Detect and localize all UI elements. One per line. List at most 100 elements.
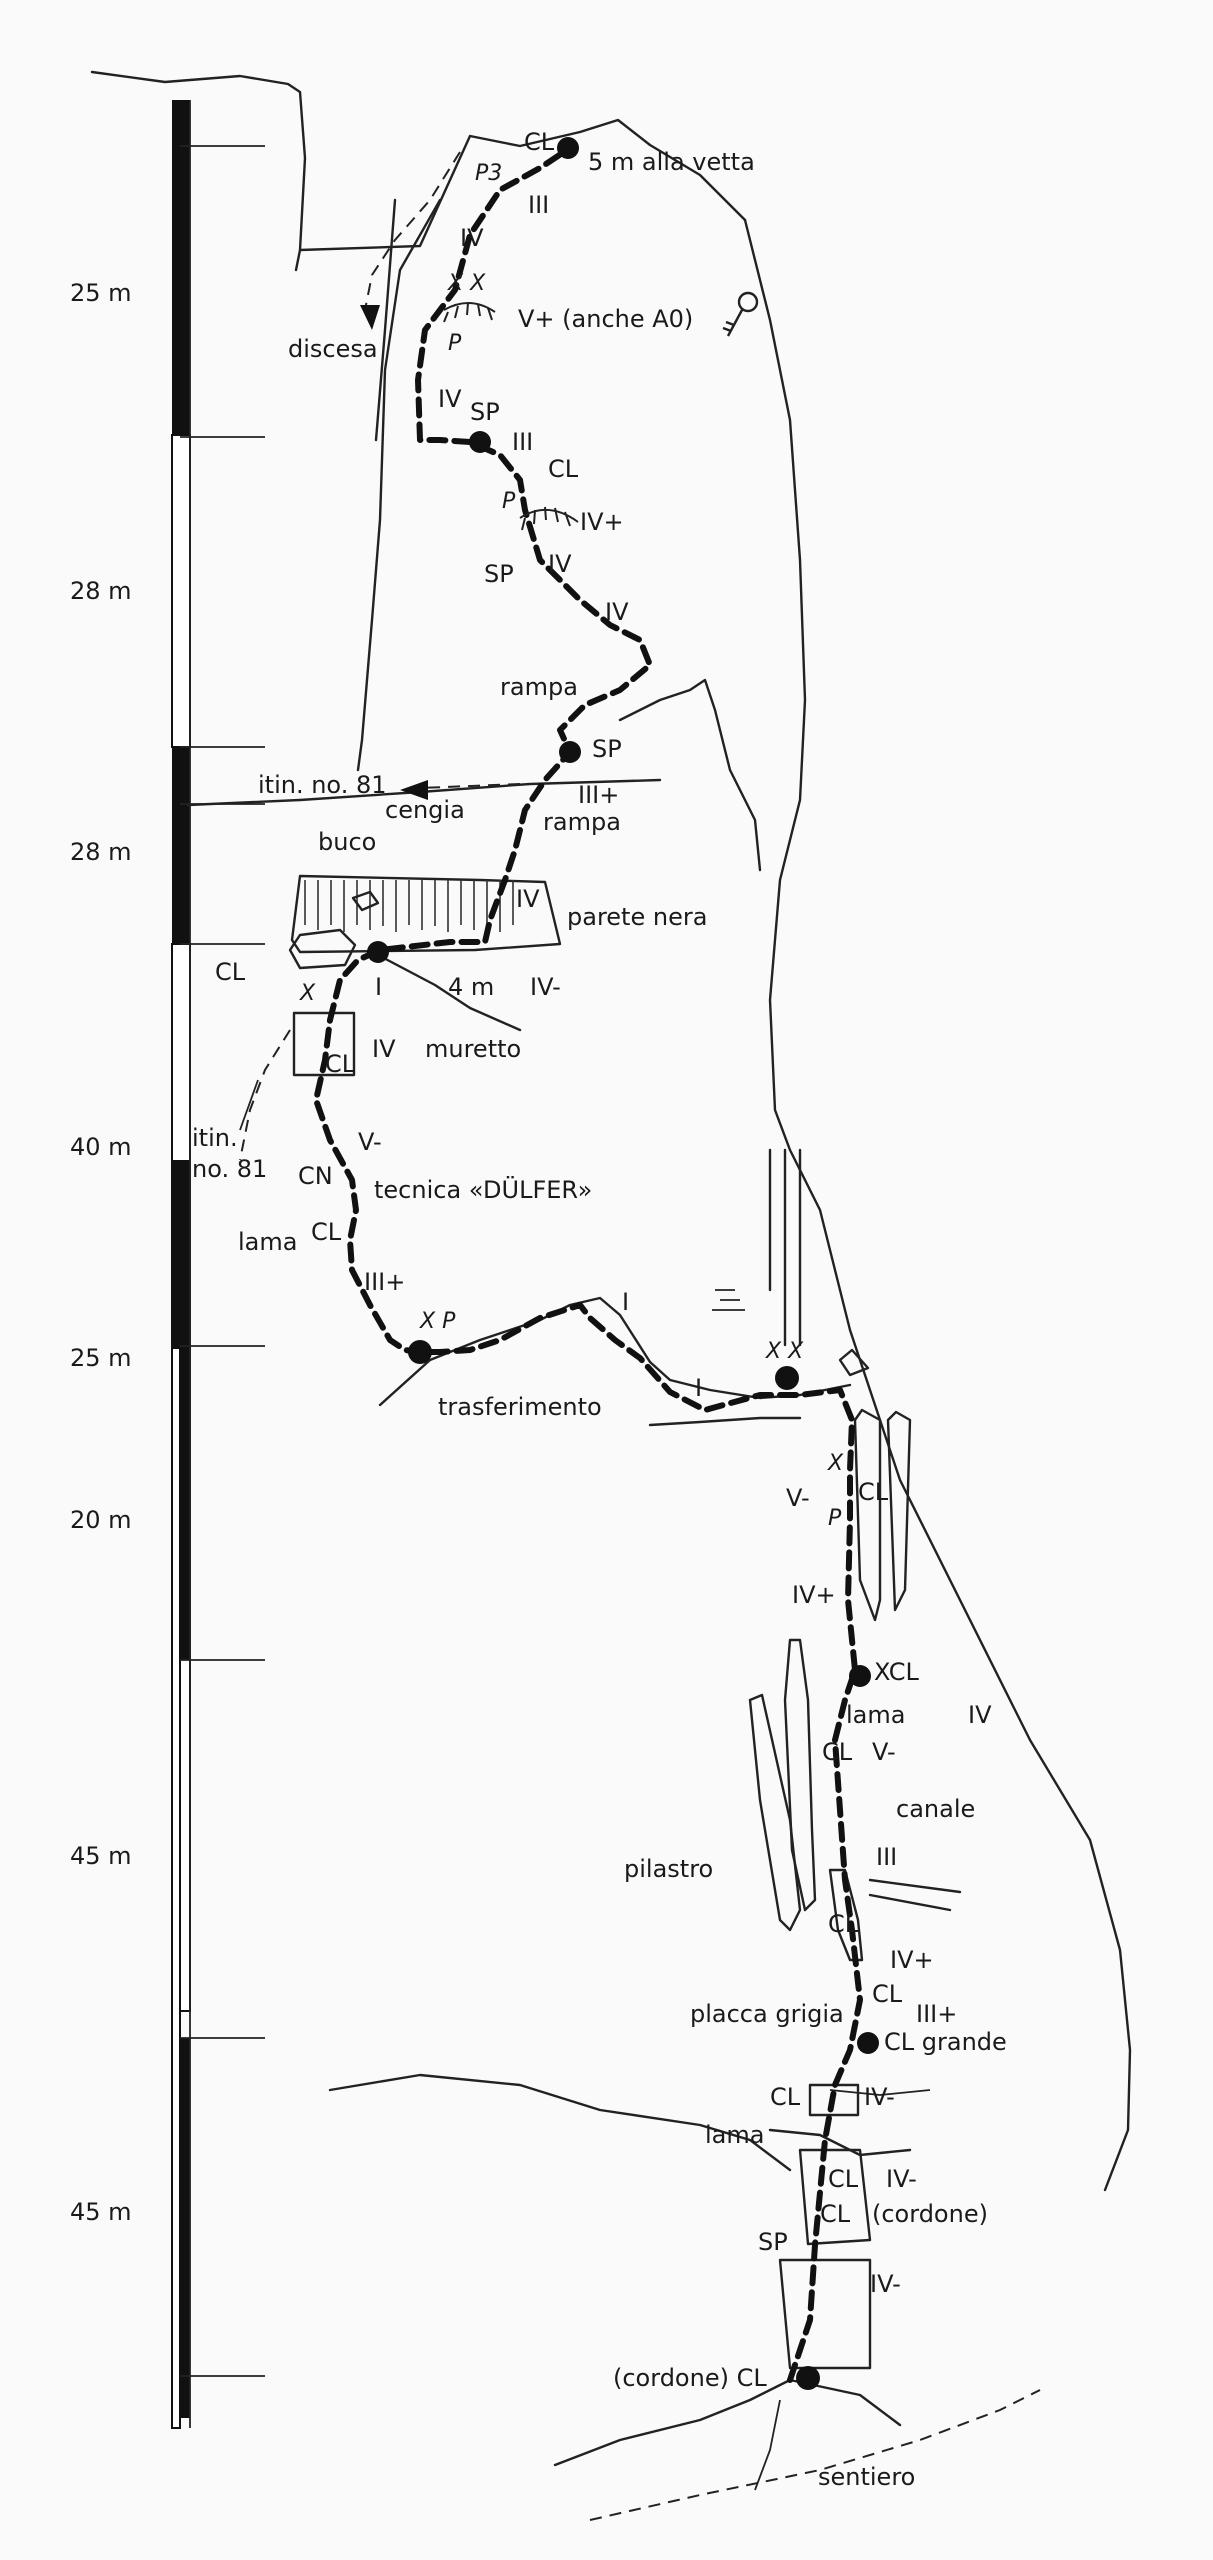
sentiero-path [589,2389,1041,2521]
label-cl: CL [828,1910,859,1938]
label-cl: CL [548,455,579,483]
label-cl: CL [311,1218,342,1246]
label-rampa: rampa [543,808,621,836]
belay-point [408,1340,432,1364]
label-buco: buco [318,828,376,856]
label-bolt: X [299,981,316,1006]
grade-label: IV- [864,2083,895,2111]
label-sp: SP [484,560,514,588]
grade-label: IV [372,1035,396,1063]
pitch-length-label: 40 m [70,1133,132,1161]
label-cl: CL [858,1478,889,1506]
route-labels: CL 5 m alla vetta P3 III IV X X V+ (anch… [192,128,1007,2491]
grade-label: IV+ [580,508,624,536]
label-trasferimento: trasferimento [438,1393,602,1421]
scale-segment [171,1347,181,2429]
grade-label: IV [605,598,629,626]
label-cl: CL [524,128,555,156]
grade-label: IV- [870,2270,901,2298]
scale-segment [172,100,190,435]
itin-81-arrow [400,780,428,800]
label-cl: CL [872,1980,903,2008]
pitch-length-label: 25 m [70,1344,132,1372]
label-itin: itin. [192,1124,238,1152]
grade-label: IV [438,385,462,413]
scale-segment [171,434,191,748]
label-bolt: X [827,1451,844,1476]
grade-label: IV [460,224,484,252]
itin-81-lower-path [239,1029,291,1161]
grade-label: V- [872,1738,896,1766]
label-piton: P [502,489,516,514]
key-icon [722,291,759,337]
grade-label: V- [358,1128,382,1156]
grade-label: III [876,1843,897,1871]
belay-point [557,137,579,159]
scale-segment [172,747,190,944]
label-p3: P3 [475,161,502,186]
grade-label: IV+ [890,1946,934,1974]
grade-label: V- [786,1484,810,1512]
label-cordone: (cordone) [872,2200,988,2228]
label-piton: P [448,331,462,356]
parete-nera-hatching [304,880,514,932]
label-rampa: rampa [500,673,578,701]
belay-point [775,1366,799,1390]
pitch-length-label: 45 m [70,2198,132,2226]
label-4m: 4 m [448,973,494,1001]
overhang-marks [443,302,579,531]
pitch-length-label: 20 m [70,1506,132,1534]
label-bolts: X X [765,1339,804,1364]
label-cl: CL [822,1738,853,1766]
label-cordone-cl: (cordone) CL [613,2364,767,2392]
label-cengia: cengia [385,796,465,824]
grade-label: I [375,973,382,1001]
label-pilastro: pilastro [624,1855,713,1883]
grade-label: III+ [364,1268,405,1296]
scale-ticks [180,145,265,2377]
label-canale: canale [896,1795,975,1823]
label-lama: lama [238,1228,297,1256]
label-cl: CL [215,958,246,986]
label-sp: SP [758,2228,788,2256]
descent-path [364,151,461,311]
label-lama: lama [705,2121,764,2149]
label-muretto: muretto [425,1035,521,1063]
label-cl: CL [820,2200,851,2228]
pitch-scale-bar: 25 m 28 m 28 m 40 m 25 m 20 m 45 m 45 m [70,100,265,2429]
grade-label: IV+ [792,1581,836,1609]
buco-hole [351,890,380,912]
label-parete-nera: parete nera [567,903,707,931]
label-dulfer: tecnica «DÜLFER» [374,1175,592,1204]
grade-label: I [695,1374,702,1402]
pitch-length-label: 25 m [70,279,132,307]
label-sp: SP [470,398,500,426]
grade-label: IV [548,550,572,578]
rock-outline [90,70,1132,2521]
pitch-length-label: 45 m [70,1842,132,1870]
label-cl: CL [770,2083,801,2111]
belay-point [469,431,491,453]
label-cl-grande: CL grande [884,2028,1007,2056]
itin-81-path [419,783,521,789]
grade-label: III+ [916,2000,957,2028]
grade-label: V+ (anche A0) [518,305,693,333]
label-bolt-piton: X P [419,1309,456,1334]
label-bolts: X X [447,271,486,296]
label-cn: CN [298,1162,333,1190]
descent-arrow [360,305,380,330]
grade-label: IV- [886,2165,917,2193]
label-piton: P [828,1506,842,1531]
label-bolt-cl: XCL [874,1658,919,1686]
label-discesa: discesa [288,335,378,363]
belay-point [796,2366,820,2390]
label-lama: lama [846,1701,905,1729]
label-sp: SP [592,735,622,763]
grade-label: III [528,191,549,219]
belay-point [849,1665,871,1687]
grade-label: III [512,428,533,456]
grade-label: IV [516,885,540,913]
label-summit: 5 m alla vetta [588,148,755,176]
label-placca-grigia: placca grigia [690,2000,844,2028]
